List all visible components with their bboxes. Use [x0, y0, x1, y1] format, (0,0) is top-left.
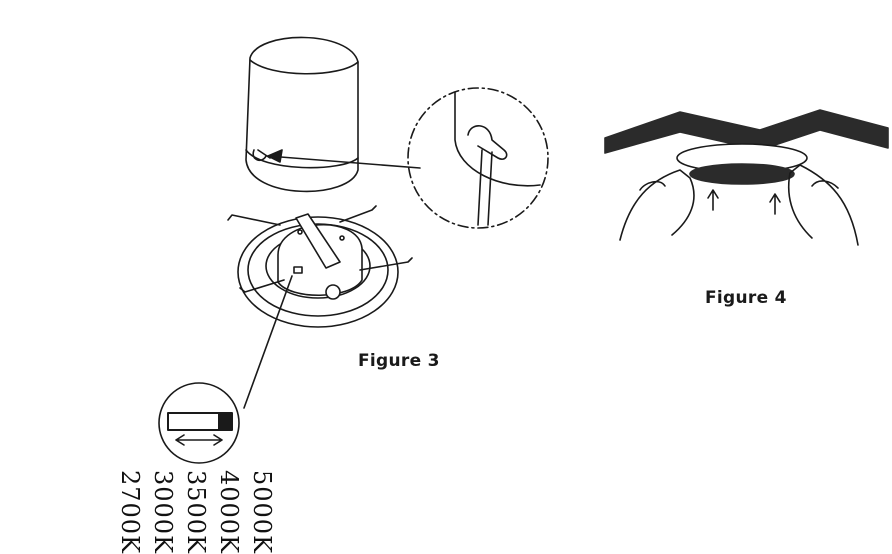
right-hand-icon — [788, 164, 859, 246]
cct-label-4000k: 4000K — [215, 470, 243, 554]
left-hand-icon — [619, 169, 695, 241]
cct-label-3000k: 3000K — [149, 470, 177, 554]
ceiling-install-illustration — [604, 109, 889, 246]
hook-leader-line — [267, 155, 421, 169]
figure-4-caption: Figure 4 — [705, 288, 787, 308]
cct-label-2700k: 2700K — [116, 470, 144, 554]
double-arrow-icon — [175, 434, 223, 446]
cct-switch-detail — [158, 382, 240, 464]
switch-leader-line — [243, 275, 293, 409]
up-arrow-right-icon — [769, 193, 781, 215]
cct-label-3500k: 3500K — [182, 470, 210, 554]
figure-3-caption: Figure 3 — [358, 351, 440, 371]
led-retrofit-trim — [227, 205, 413, 328]
leader-arrowhead-icon — [267, 149, 283, 163]
ceiling-section — [604, 109, 889, 154]
can-housing — [245, 36, 359, 193]
up-arrow-left-icon — [707, 189, 719, 211]
cct-switch-knob — [218, 413, 232, 430]
hook-detail-circle — [407, 87, 549, 229]
cct-label-5000k: 5000K — [248, 470, 276, 554]
